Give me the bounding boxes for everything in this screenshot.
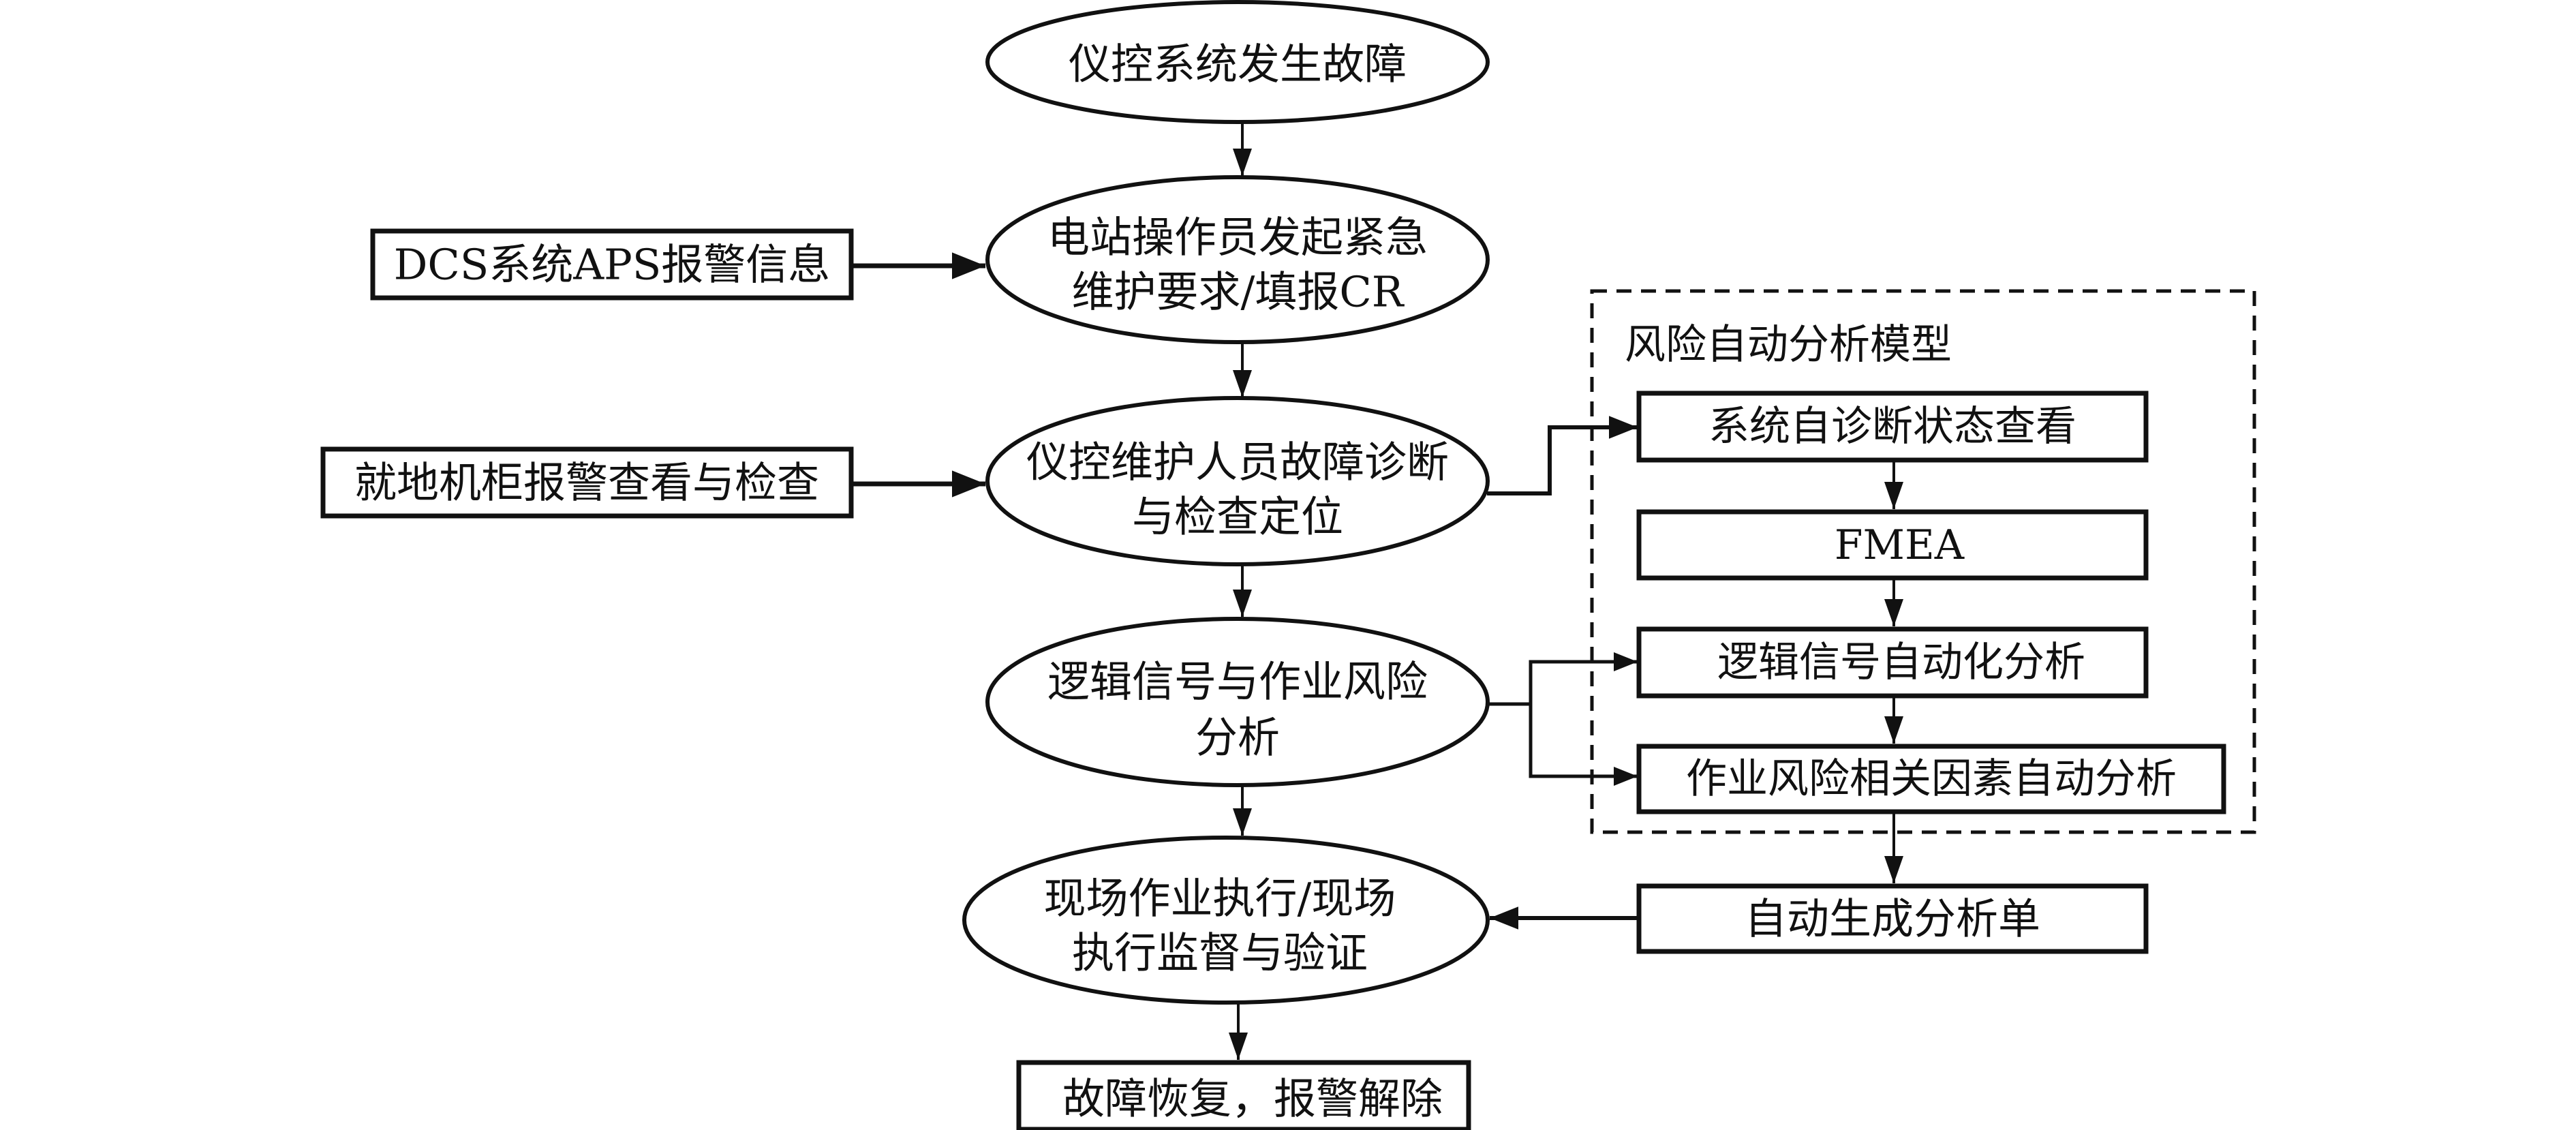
- model-step-job-risk: 作业风险相关因素自动分析: [1636, 744, 2226, 814]
- node-e2: 电站操作员发起紧急 维护要求/填报CR: [985, 175, 1490, 344]
- node-e4: 逻辑信号与作业风险 分析: [985, 617, 1490, 787]
- node-e4-shape: [985, 617, 1490, 787]
- input-local-cabinet-shape: [320, 446, 854, 519]
- node-end-shape: [1016, 1060, 1471, 1130]
- node-end-line-1: 故障恢复，报警解除: [1062, 1074, 1443, 1124]
- node-e3-line-2: 与检查定位: [1132, 492, 1343, 542]
- input-dcs-alarm: DCS系统APS报警信息: [370, 228, 854, 301]
- model-step-self-diagnosis-shape: [1636, 391, 2149, 463]
- input-dcs-alarm-shape: [370, 228, 854, 301]
- node-e4-line-1: 逻辑信号与作业风险: [1047, 657, 1428, 707]
- risk-model-group-title: 风险自动分析模型: [1625, 321, 1952, 369]
- model-step-fmea-shape: [1636, 509, 2149, 581]
- output-auto-report-text: 自动生成分析单: [1745, 894, 2040, 944]
- model-step-logic-signal: 逻辑信号自动化分析: [1636, 626, 2149, 699]
- node-e3: 仪控维护人员故障诊断 与检查定位: [985, 396, 1490, 566]
- model-step-job-risk-shape: [1636, 744, 2226, 814]
- node-e3-line-1: 仪控维护人员故障诊断: [1026, 438, 1449, 487]
- node-e4-line-2: 分析: [1195, 713, 1280, 763]
- model-step-fmea: FMEA: [1636, 509, 2149, 581]
- model-step-self-diagnosis: 系统自诊断状态查看: [1636, 391, 2149, 463]
- edges: [851, 123, 1903, 1060]
- node-e2-line-2: 维护要求/填报CR: [1071, 267, 1405, 317]
- input-dcs-alarm-text: DCS系统APS报警信息: [394, 240, 831, 290]
- model-step-logic-signal-text: 逻辑信号自动化分析: [1717, 639, 2085, 686]
- node-e1: 仪控系统发生故障: [985, 0, 1490, 124]
- node-e5-shape: [962, 836, 1490, 1005]
- node-e5-line-1: 现场作业执行/现场: [1044, 874, 1396, 923]
- input-local-cabinet: 就地机柜报警查看与检查: [320, 446, 854, 519]
- output-auto-report: 自动生成分析单: [1636, 883, 2149, 954]
- risk-model-group-border: [1590, 289, 2256, 834]
- output-auto-report-shape: [1636, 883, 2149, 954]
- model-step-job-risk-text: 作业风险相关因素自动分析: [1686, 755, 2177, 803]
- input-local-cabinet-text: 就地机柜报警查看与检查: [354, 458, 819, 508]
- model-step-logic-signal-shape: [1636, 626, 2149, 699]
- node-e1-shape: [985, 0, 1490, 124]
- model-step-fmea-text: FMEA: [1835, 521, 1965, 569]
- node-e3-shape: [985, 396, 1490, 566]
- node-e1-line-1: 仪控系统发生故障: [1069, 40, 1407, 89]
- edge-e3-m1: [1487, 416, 1638, 495]
- node-e2-shape: [985, 175, 1490, 344]
- edge-e4-m3: [1529, 652, 1638, 704]
- model-step-self-diagnosis-text: 系统自诊断状态查看: [1708, 403, 2076, 451]
- node-e5: 现场作业执行/现场 执行监督与验证: [962, 836, 1490, 1005]
- node-e2-line-1: 电站操作员发起紧急: [1047, 213, 1428, 262]
- edge-e4-m4: [1529, 704, 1638, 786]
- node-e5-line-2: 执行监督与验证: [1072, 928, 1368, 978]
- node-end: 故障恢复，报警解除: [1016, 1060, 1471, 1130]
